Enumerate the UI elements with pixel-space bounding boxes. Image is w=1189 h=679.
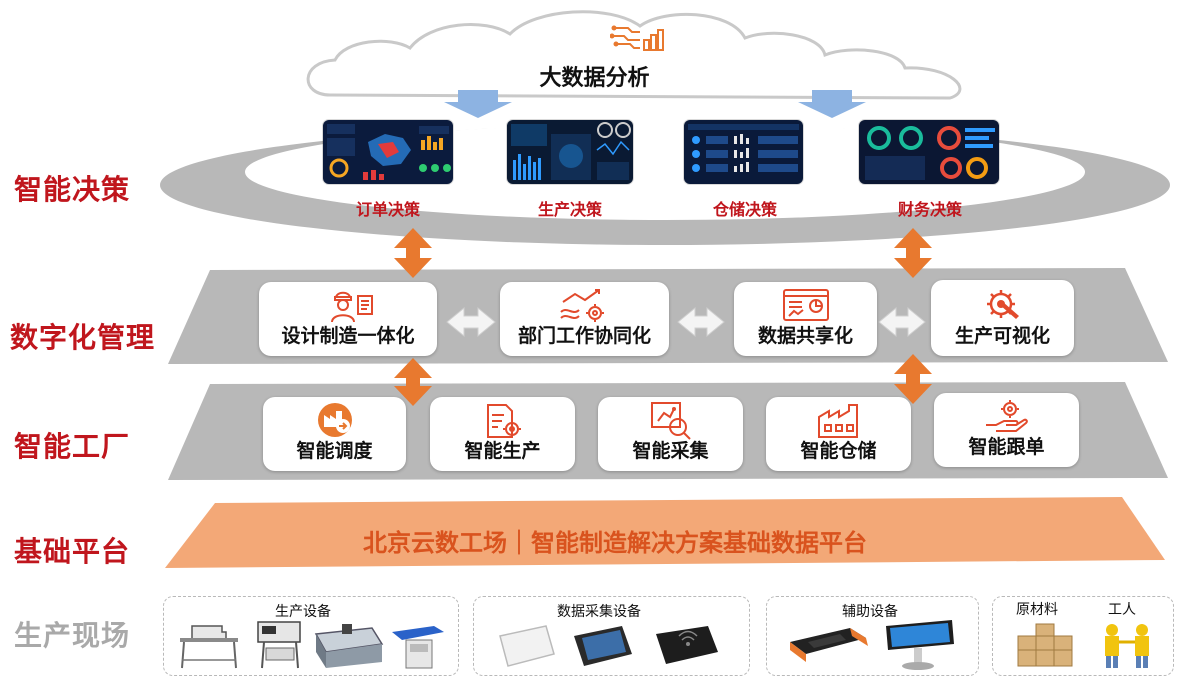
management-label-data-share: 数据共享化 — [757, 326, 853, 347]
factory-card-collection: 智能采集 — [598, 397, 743, 471]
cloud-title: 大数据分析 — [539, 65, 650, 90]
label-factory: 智能工厂 — [14, 431, 131, 462]
rugged-tablet — [570, 622, 636, 675]
management-card-design: 设计制造一体化 — [259, 282, 437, 356]
platform-band — [165, 497, 1165, 568]
touch-kiosk — [882, 618, 958, 677]
group-title-workers: 工人 — [1108, 601, 1136, 617]
factory-label-collection: 智能采集 — [632, 441, 709, 462]
engineer-icon — [318, 286, 378, 329]
management-label-visualization: 生产可视化 — [954, 326, 1050, 347]
factory-label-production: 智能生产 — [464, 441, 541, 462]
factory-card-warehouse: 智能仓储 — [766, 397, 911, 471]
finance-dashboard-screenshot — [859, 120, 999, 184]
factory-card-order-tracking: 智能跟单 — [934, 393, 1079, 467]
management-label-design: 设计制造一体化 — [281, 326, 415, 347]
dispatch-icon — [312, 401, 358, 444]
pocket-setter — [252, 618, 308, 675]
warehouse-dashboard-screenshot — [684, 120, 803, 184]
label-production-site: 生产现场 — [14, 620, 131, 651]
management-card-data-share: 数据共享化 — [734, 282, 877, 356]
management-card-collaboration: 部门工作协同化 — [500, 282, 669, 356]
white-horizontal-arrows — [446, 306, 926, 338]
label-management: 数字化管理 — [10, 322, 156, 353]
group-title-materials: 原材料 — [1016, 601, 1058, 617]
production-dashboard-screenshot — [507, 120, 633, 184]
factory-label-order-tracking: 智能跟单 — [968, 437, 1045, 458]
factory-label-dispatch: 智能调度 — [296, 441, 373, 462]
data-share-icon — [776, 286, 836, 329]
material-boxes — [1014, 620, 1076, 673]
document-gear-icon — [480, 401, 526, 446]
data-analytics-icon — [609, 22, 664, 57]
card-reader — [652, 622, 722, 673]
decision-label-order: 订单决策 — [355, 202, 420, 219]
workers — [1096, 620, 1160, 675]
sewing-machine — [178, 620, 240, 675]
decision-label-production: 生产决策 — [537, 202, 602, 219]
decision-ring — [160, 124, 1170, 245]
management-card-visualization: 生产可视化 — [931, 280, 1074, 356]
factory-label-warehouse: 智能仓储 — [800, 441, 877, 462]
decision-label-finance: 财务决策 — [897, 202, 962, 219]
gear-wrench-icon — [973, 284, 1033, 329]
decision-label-warehouse: 仓储决策 — [712, 202, 777, 219]
warehouse-icon — [815, 401, 863, 444]
cutting-table — [312, 622, 384, 675]
ironing-table — [388, 622, 448, 675]
cloud-shape — [306, 10, 962, 100]
group-title-auxiliary-equipment: 辅助设备 — [842, 603, 898, 619]
cloud-down-arrow-right — [798, 90, 866, 118]
management-label-collaboration: 部门工作协同化 — [517, 326, 651, 347]
hand-gear-icon — [982, 397, 1032, 440]
group-title-production-equipment: 生产设备 — [275, 603, 331, 619]
cloud-down-arrow-left — [444, 90, 512, 118]
handheld-terminal — [786, 622, 870, 673]
orange-vertical-arrows — [394, 228, 932, 406]
factory-card-dispatch: 智能调度 — [263, 397, 406, 471]
label-platform: 基础平台 — [14, 536, 131, 567]
order-dashboard-screenshot — [323, 120, 453, 184]
rfid-reader — [494, 622, 558, 675]
group-title-data-collection-equipment: 数据采集设备 — [557, 603, 641, 619]
label-decision: 智能决策 — [14, 174, 131, 205]
factory-card-production: 智能生产 — [430, 397, 575, 471]
platform-title: 北京云数工场｜智能制造解决方案基础数据平台 — [363, 530, 867, 557]
collaboration-gear-icon — [555, 286, 615, 329]
magnifier-robot-icon — [648, 401, 694, 446]
